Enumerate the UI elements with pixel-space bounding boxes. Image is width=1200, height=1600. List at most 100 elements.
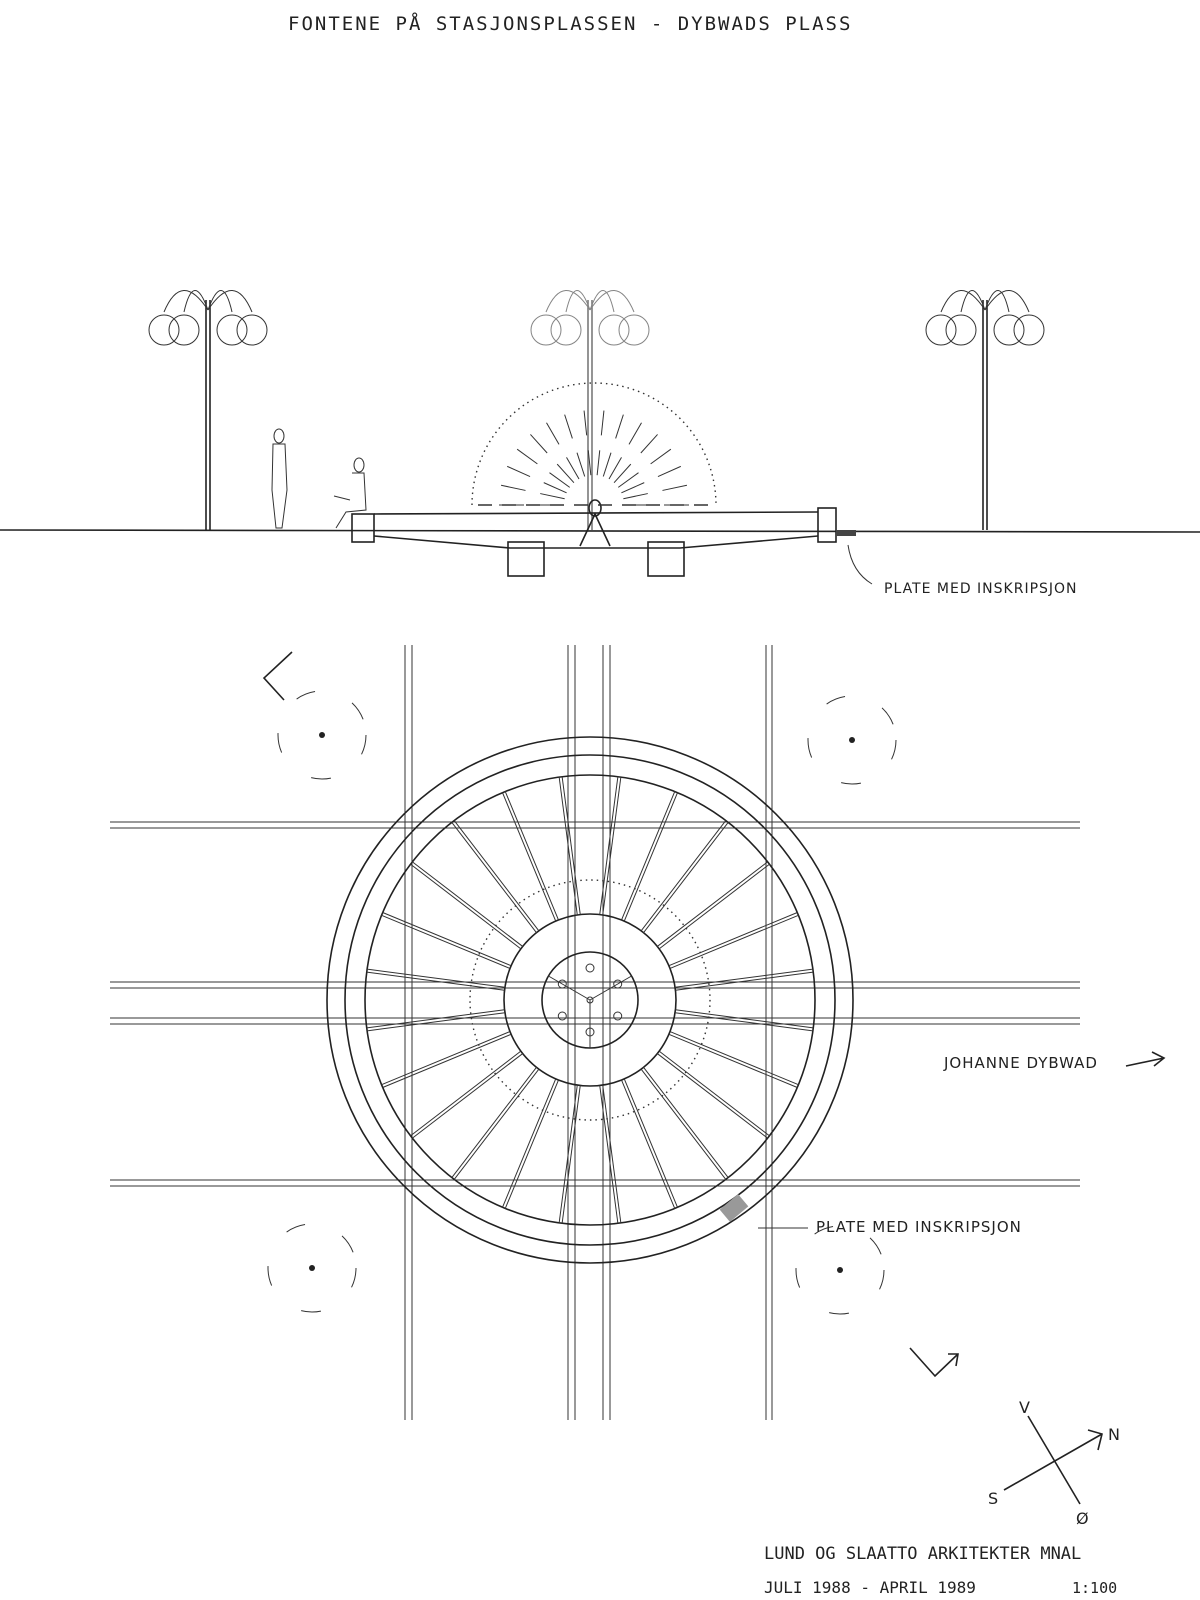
compass-east: Ø [1076,1509,1089,1528]
drawing-scale: 1:100 [1072,1579,1117,1597]
spoke [675,1009,814,1029]
spoke [623,1078,678,1208]
foundation-left [507,541,545,577]
spoke [453,820,540,932]
outer-rim [326,736,854,1264]
drawing-dates: JULI 1988 - APRIL 1989 [764,1578,976,1597]
spoke [602,777,622,915]
spoke [412,861,523,947]
spoke [668,912,798,967]
spoke [382,1033,512,1088]
plan-plate-label: PLATE MED INSKRIPSJON [816,1218,1022,1236]
spoke [504,1079,559,1209]
basin-wall-right [817,507,837,543]
spoke [366,971,505,991]
north-arrow-icon [1087,1429,1103,1451]
elevation-view: PLATE MED INSKRIPSJON [0,290,1200,597]
compass-rose: N V S Ø [988,1398,1120,1528]
spoke [502,1078,557,1208]
spray-jet [500,484,526,491]
tree-plan [277,690,367,780]
spoke [643,1067,729,1178]
basin-wall-left [351,513,375,543]
spoke [623,792,678,922]
street-lamp [530,290,650,530]
street-name-label: JOHANNE DYBWAD [943,1054,1098,1072]
compass-north: N [1108,1425,1120,1444]
spray-jet [543,482,567,494]
spoke [599,1085,619,1224]
spray-jet [546,422,560,445]
compass-south: S [988,1489,998,1508]
water-surface [373,511,819,515]
water-spray [471,382,717,506]
nozzle-stand [579,512,611,547]
spoke [657,1053,768,1139]
spray-jet [596,450,601,476]
spray-jet [662,484,688,491]
spray-jet [657,465,681,477]
street-lamp [925,290,1045,530]
spoke [367,968,505,988]
jet-nozzle [613,979,623,989]
inscription-plate-section [836,530,856,536]
fountain-nozzle [588,499,602,517]
spoke [502,792,557,922]
spray-jet [617,472,639,488]
spoke [668,1033,798,1088]
jet-nozzle [585,963,595,973]
jet-nozzle [613,1011,623,1021]
spoke [410,863,522,950]
spoke [669,1031,799,1086]
spray-jet [613,463,632,484]
spray-jet [530,434,548,454]
spray-jet [650,448,672,465]
spray-jet [623,493,648,500]
spoke [658,863,770,950]
spray-jet [507,465,531,477]
street-lamp [148,290,268,530]
spoke [558,1085,578,1223]
leader-arrow [847,544,873,585]
spray-jet [549,472,571,488]
elevation-plate-label: PLATE MED INSKRIPSJON [884,581,1078,597]
spoke [621,1079,676,1209]
jet-nozzle [557,1011,567,1021]
fountain-plan [326,736,854,1264]
spoke [675,968,813,988]
spoke [410,1050,522,1137]
fountain-basin-section [351,499,856,577]
spoke [599,776,619,915]
spoke [504,791,559,921]
spoke [675,1012,813,1032]
spoke [561,776,581,915]
spoke [621,791,676,921]
jet-nozzle [557,979,567,989]
spray-jet [608,457,622,480]
basin-edge [364,774,816,1226]
spray-jet [576,452,586,477]
spoke [675,971,814,991]
tree-plan [267,1223,357,1313]
standing-person [271,428,288,529]
spray-jet [540,493,565,500]
spray-jet [556,463,575,484]
tree-plan [795,1225,885,1315]
spray-jet [600,410,605,436]
spray-jet [640,434,658,454]
compass-west: V [1019,1398,1030,1417]
spray-jet [615,414,624,439]
center-divider [548,975,591,1001]
spray-arc [471,382,717,506]
spoke [451,822,537,933]
plan-view: PLATE MED INSKRIPSJON JOHANNE DYBWAD [110,645,1166,1420]
foundation-right [647,541,685,577]
spoke [669,914,799,969]
section-mark-icon [262,651,293,701]
spoke [558,777,578,915]
spoke [640,820,727,932]
dotted-ring [469,879,711,1121]
basin-floor [373,535,819,549]
spray-jet [516,448,538,465]
center-divider [589,975,632,1001]
